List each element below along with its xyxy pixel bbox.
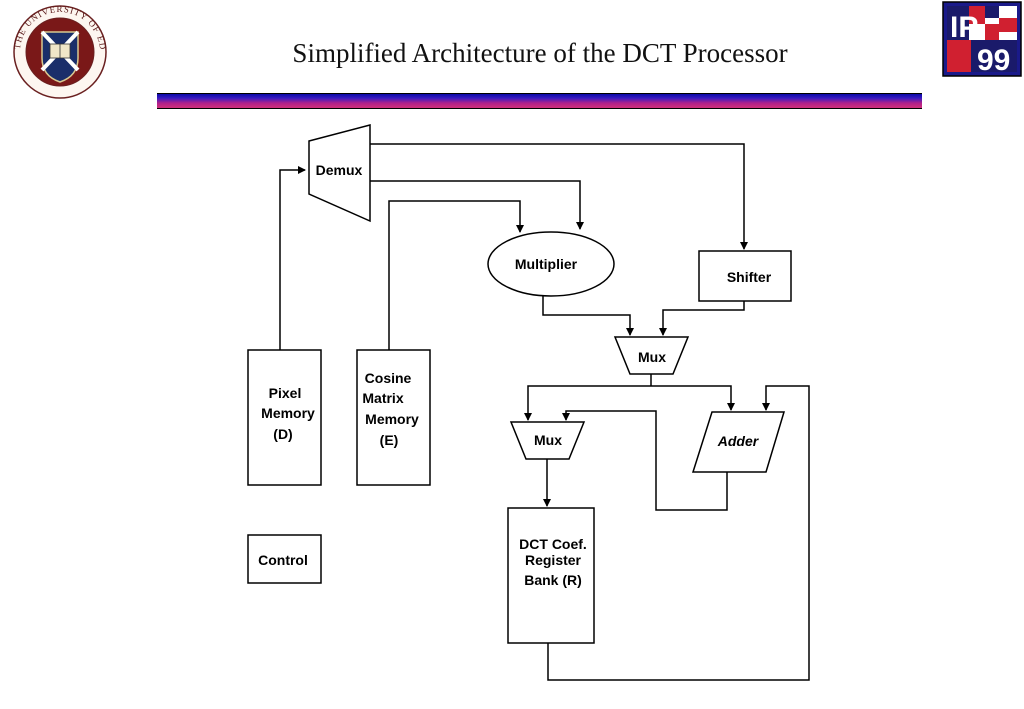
cosine-memory-line-1: Cosine: [365, 370, 412, 386]
title-divider-bar: [157, 93, 922, 109]
pixel-memory-line-1: Pixel: [269, 385, 302, 401]
badge-year-text: 99: [977, 44, 1010, 77]
control-block: Control: [247, 534, 322, 584]
wire-mux-to-adder: [651, 385, 735, 411]
wire-mux-to-bottom-mux: [524, 385, 651, 421]
mux-top-label: Mux: [638, 349, 666, 365]
wire-demux-to-multiplier: [370, 180, 584, 230]
ip99-badge-logo: IP 99: [942, 1, 1022, 77]
register-bank-line-1: DCT Coef.: [519, 536, 587, 552]
wire-register-to-adder: [547, 385, 810, 681]
register-bank-line-2: Register: [525, 552, 582, 568]
demux-label: Demux: [316, 162, 363, 178]
wire-demux-to-shifter: [370, 143, 748, 250]
pixel-memory-block: Pixel Memory (D): [247, 349, 322, 486]
register-bank-line-3: Bank (R): [524, 572, 582, 588]
cosine-memory-line-4: (E): [380, 432, 399, 448]
wire-multiplier-to-mux: [542, 296, 634, 336]
adder-block: Adder: [691, 411, 786, 473]
slide-title: Simplified Architecture of the DCT Proce…: [292, 38, 788, 68]
shifter-label: Shifter: [727, 269, 772, 285]
control-label: Control: [258, 552, 308, 568]
wire-pixel-to-demux: [279, 166, 306, 350]
wire-cosine-to-multiplier: [388, 200, 524, 350]
register-bank-block: DCT Coef. Register Bank (R): [507, 507, 595, 644]
wire-adder-to-bottom-mux: [562, 410, 728, 511]
mux-top-block: Mux: [613, 336, 690, 375]
cosine-memory-line-2: Matrix: [362, 390, 403, 406]
cosine-memory-line-3: Memory: [365, 411, 419, 427]
multiplier-label: Multiplier: [515, 256, 578, 272]
shifter-block: Shifter: [698, 250, 792, 302]
university-crest-logo: THE UNIVERSITY OF EDINBURGH: [0, 0, 107, 99]
multiplier-block: Multiplier: [487, 231, 615, 297]
cosine-memory-block: Cosine Matrix Memory (E): [356, 349, 431, 486]
adder-label: Adder: [717, 433, 760, 449]
wire-shifter-to-mux: [659, 301, 745, 336]
demux-block: Demux: [308, 124, 371, 223]
pixel-memory-line-3: (D): [273, 426, 292, 442]
pixel-memory-line-2: Memory: [261, 405, 315, 421]
badge-ip-text: IP: [950, 11, 978, 44]
mux-bottom-block: Mux: [509, 421, 586, 460]
mux-bottom-label: Mux: [534, 432, 562, 448]
